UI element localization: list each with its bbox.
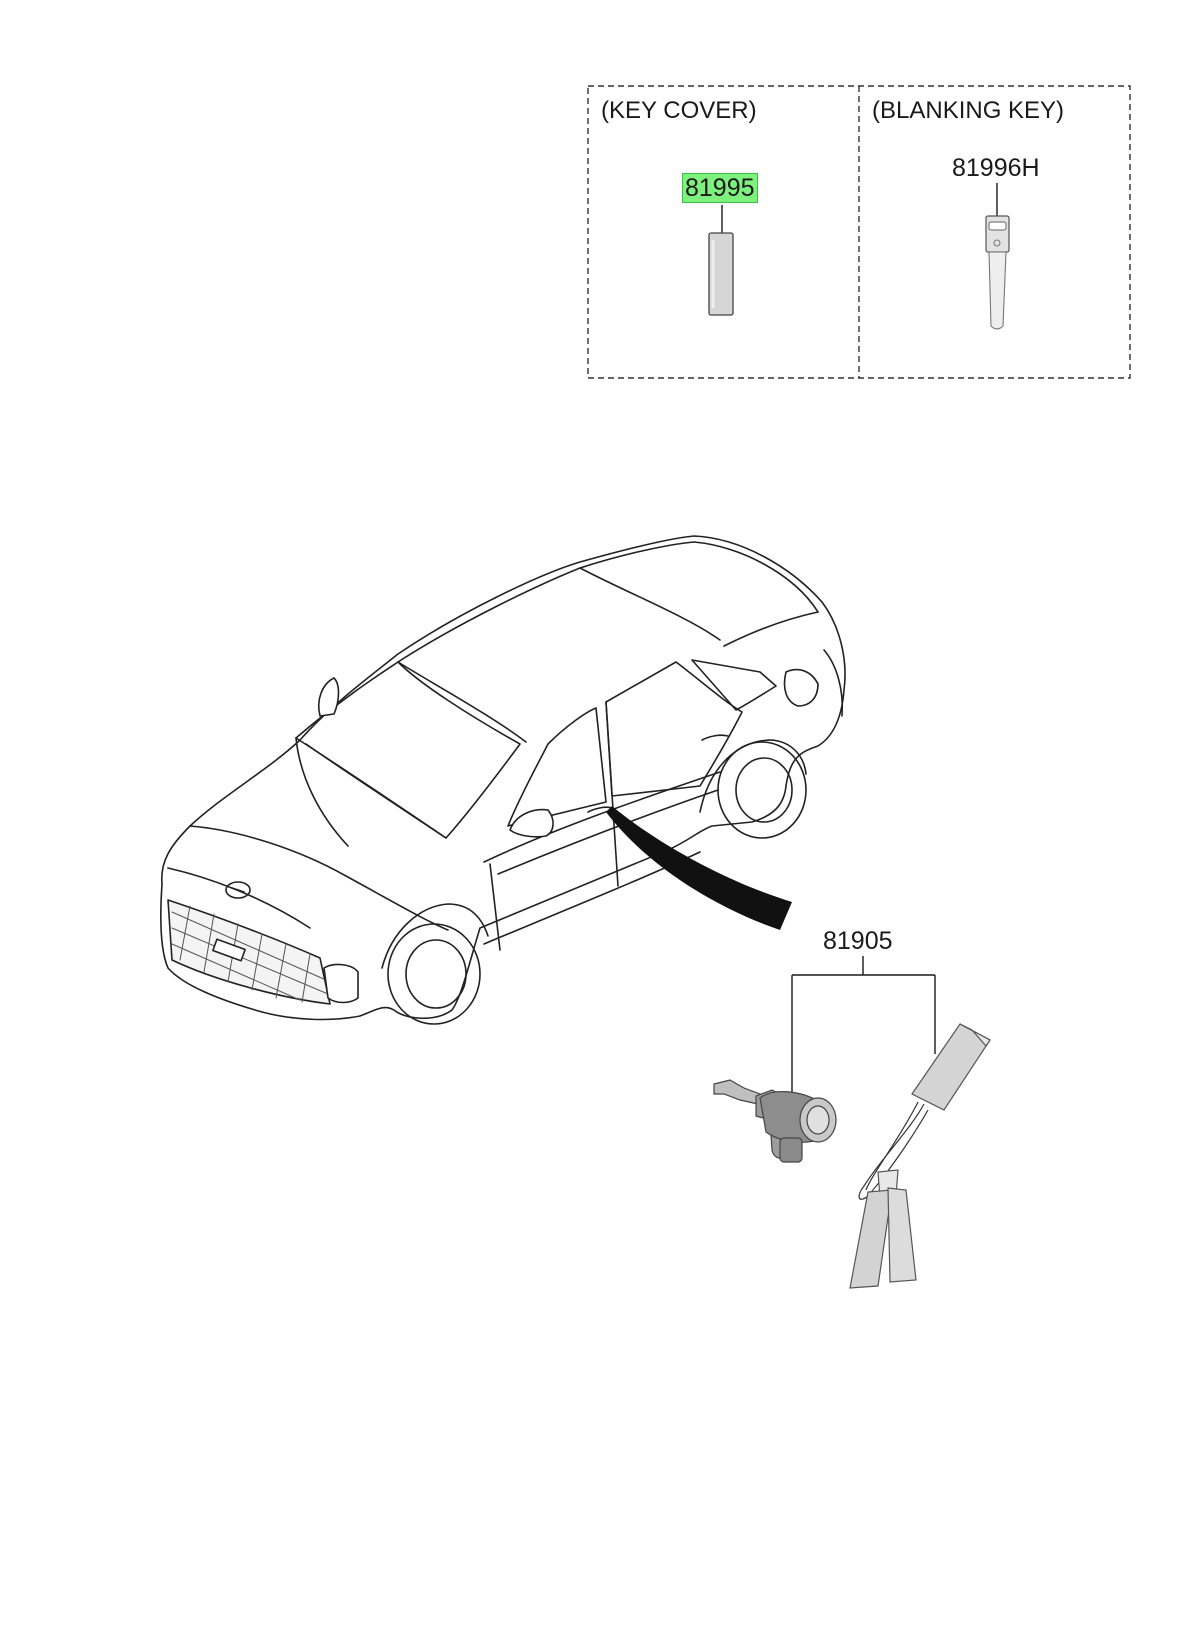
blanking-key-panel-title: (BLANKING KEY) <box>872 97 1065 124</box>
part-callout-81905[interactable]: 81905 <box>823 927 893 955</box>
blanking-key-part <box>985 183 1010 330</box>
key-cylinder-part <box>713 1079 837 1163</box>
callout-bracket-81905 <box>791 956 936 1100</box>
key-cover-panel-title: (KEY COVER) <box>601 97 757 124</box>
car-illustration <box>160 535 846 1025</box>
part-callout-81996h[interactable]: 81996H <box>952 154 1040 182</box>
leader-wedge <box>606 806 792 930</box>
inset-frame <box>587 85 1131 379</box>
key-tag-part <box>849 1023 991 1289</box>
part-callout-81995[interactable]: 81995 <box>682 173 758 203</box>
key-cover-part <box>708 205 734 316</box>
